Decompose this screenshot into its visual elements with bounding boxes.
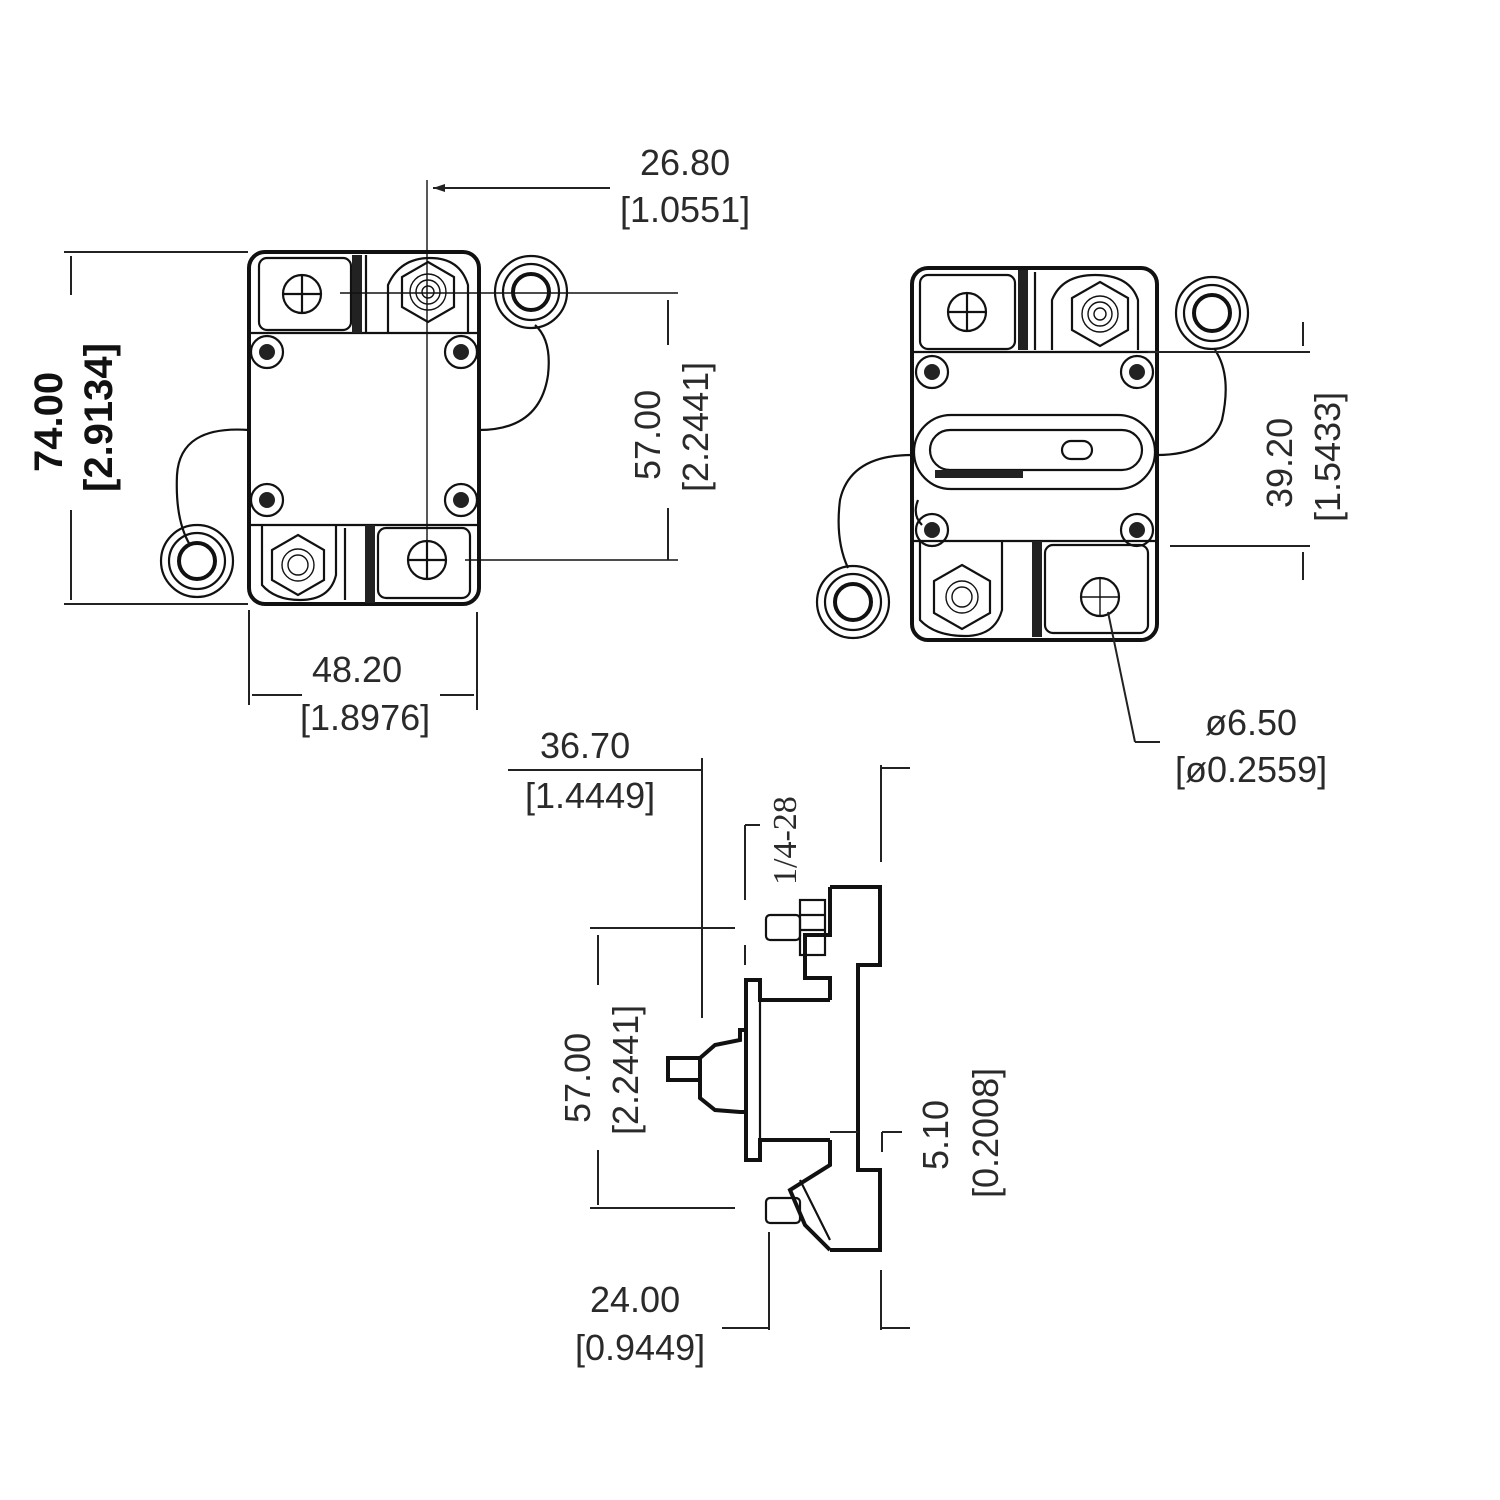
dim-39-20-in: [1.5433] xyxy=(1307,392,1348,522)
rear-left-ring-terminal-icon xyxy=(159,523,235,599)
rear-top-screw-hole-icon xyxy=(281,273,323,315)
dim-5-10-in: [0.2008] xyxy=(965,1068,1006,1198)
front-bottom-stud-nut-icon xyxy=(932,563,992,631)
front-right-ring-terminal-icon xyxy=(1174,275,1250,351)
rear-body-outline xyxy=(247,250,481,606)
dim-24-00-mm: 24.00 xyxy=(590,1279,680,1320)
front-left-ring-terminal-icon xyxy=(815,564,891,640)
front-top-stud-nut-icon xyxy=(1070,280,1130,348)
dim-57-00-rear-in: [2.2441] xyxy=(675,362,716,492)
dim-24-00-in: [0.9449] xyxy=(575,1327,705,1368)
side-reset-button-icon xyxy=(666,1028,746,1114)
front-corner-screws xyxy=(914,354,1155,548)
dim-74-00-in: [2.9134] xyxy=(77,343,121,492)
dim-36-70-in: [1.4449] xyxy=(525,775,655,816)
dim-57-00-side-in: [2.2441] xyxy=(605,1005,646,1135)
rear-corner-screws xyxy=(249,334,479,518)
dim-26-80-in: [1.0551] xyxy=(620,189,750,230)
dim-48-20-mm: 48.20 xyxy=(312,649,402,690)
dim-36-70-mm: 36.70 xyxy=(540,725,630,766)
thread-spec-label: 1/4-28 xyxy=(767,796,804,885)
dim-hole-dia-mm: ø6.50 xyxy=(1205,702,1297,743)
dim-hole-dia-in: [ø0.2559] xyxy=(1175,749,1327,790)
dim-48-20-in: [1.8976] xyxy=(300,697,430,738)
front-top-screw-hole-icon xyxy=(946,291,988,333)
side-view xyxy=(508,758,910,1330)
rear-top-stud-nut-icon xyxy=(400,260,456,324)
rear-right-ring-terminal-icon xyxy=(493,254,569,330)
front-view xyxy=(815,266,1310,743)
rear-view xyxy=(64,180,678,710)
rear-bottom-stud-nut-icon xyxy=(270,533,326,597)
dim-57-00-rear-mm: 57.00 xyxy=(627,390,668,480)
dim-5-10-mm: 5.10 xyxy=(915,1100,956,1170)
dim-39-20-mm: 39.20 xyxy=(1259,418,1300,508)
front-bottom-mounting-hole-icon xyxy=(1079,576,1121,618)
dim-74-00-mm: 74.00 xyxy=(27,372,71,472)
reset-lever-icon xyxy=(912,413,1157,526)
dim-26-80-mm: 26.80 xyxy=(640,142,730,183)
dim-57-00-side-mm: 57.00 xyxy=(557,1033,598,1123)
